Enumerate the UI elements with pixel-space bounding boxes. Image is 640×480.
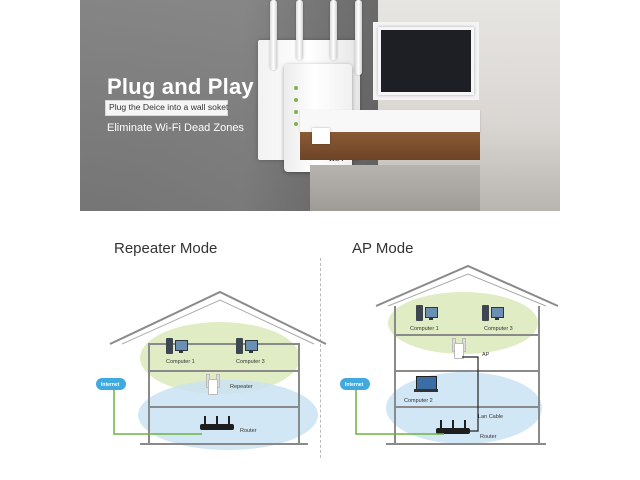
repeater-house-right-wall [298, 344, 300, 444]
television [378, 27, 474, 95]
ap-computer3-label: Computer 3 [484, 326, 513, 332]
repeater-internet-label: Internet [101, 382, 120, 388]
ap-computer2-label: Computer 2 [404, 398, 433, 404]
router-icon [200, 416, 234, 430]
led-indicator [294, 122, 298, 126]
repeater-device-icon [204, 374, 220, 395]
repeater-label: Repeater [230, 384, 253, 390]
small-device-on-shelf [312, 128, 330, 144]
computer-icon [236, 338, 258, 356]
banner-headline: Plug and Play [107, 74, 254, 99]
computer-icon [482, 305, 504, 323]
ap-floor-1 [394, 334, 540, 336]
ap-internet-label: Internet [345, 382, 364, 388]
internet-cloud-icon [340, 378, 370, 390]
antenna-3 [330, 0, 337, 60]
repeater-computer3-label: Computer 3 [236, 359, 265, 365]
tv-shelf [300, 110, 480, 132]
router-icon [436, 420, 470, 434]
repeater-router-label: Router [240, 428, 257, 434]
repeater-house-left-wall [148, 344, 150, 444]
lan-cable-icon [462, 356, 479, 432]
tv-cabinet [300, 132, 480, 160]
ap-internet-cable [355, 390, 444, 435]
ap-house-left-wall [394, 306, 396, 444]
internet-cloud-icon [96, 378, 126, 390]
computer-icon [416, 305, 438, 323]
banner-tagline: Eliminate Wi-Fi Dead Zones [107, 122, 244, 134]
repeater-floor-1 [148, 343, 300, 345]
ap-house-right-wall [538, 306, 540, 444]
antenna-4 [355, 0, 362, 75]
antenna-2 [296, 0, 303, 60]
repeater-computer1-label: Computer 1 [166, 359, 195, 365]
led-indicator [294, 98, 298, 102]
ap-floor-3 [394, 406, 540, 408]
repeater-house-roof [109, 290, 327, 345]
ap-mode-title: AP Mode [352, 240, 414, 257]
repeater-ground-floor [140, 443, 308, 445]
repeater-floor-3 [148, 406, 300, 408]
ap-ground-floor [386, 443, 546, 445]
ap-house-roof [375, 264, 559, 307]
repeater-mode-title: Repeater Mode [114, 240, 218, 257]
ap-lan-cable-label: Lan Cable [478, 414, 504, 420]
banner-subheadline-box: Plug the Deice into a wall soket [105, 100, 228, 116]
repeater-floor-2 [148, 370, 300, 372]
laptop-icon [414, 376, 438, 394]
ap-label: AP [482, 352, 490, 358]
led-indicator [294, 110, 298, 114]
ap-device-icon [450, 338, 466, 359]
ap-router-label: Router [480, 434, 497, 440]
repeater-blue-coverage [138, 380, 318, 450]
antenna-1 [270, 0, 277, 70]
computer-icon [166, 338, 188, 356]
banner-subheadline: Plug the Deice into a wall soket [109, 102, 229, 112]
rug [310, 165, 480, 211]
ap-floor-2 [394, 370, 540, 372]
diagram-divider [320, 258, 321, 458]
led-indicator [294, 86, 298, 90]
ap-computer1-label: Computer 1 [410, 326, 439, 332]
repeater-internet-cable [113, 390, 202, 435]
